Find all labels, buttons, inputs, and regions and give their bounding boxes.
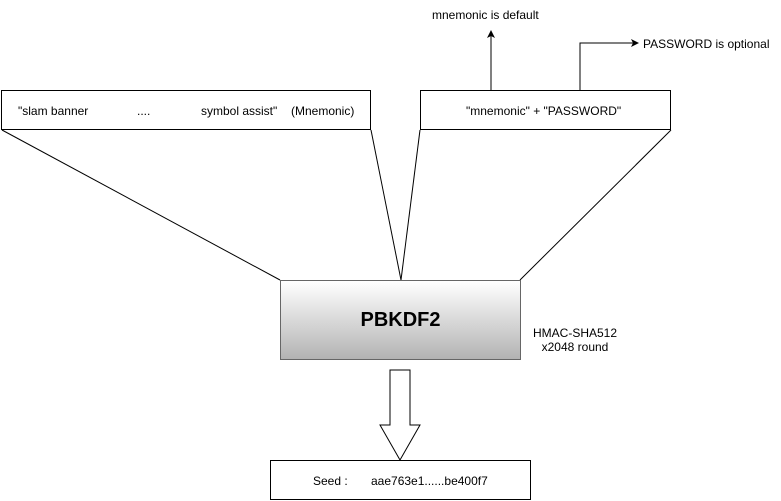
salt-right-connector	[519, 129, 672, 281]
output-block-arrow	[379, 369, 421, 462]
mnemonic-left-connector	[1, 129, 281, 281]
seed-box: Seed : aae763e1......be400f7	[270, 460, 531, 500]
seed-prefix: Seed :	[313, 474, 348, 488]
seed-value: aae763e1......be400f7	[371, 474, 488, 488]
salt-box: "mnemonic" + "PASSWORD"	[420, 90, 671, 130]
mnemonic-box: "slam banner .... symbol assist" (Mnemon…	[1, 90, 371, 130]
mnemonic-phrase-start: "slam banner	[18, 104, 89, 118]
hmac-rounds: x2048 round	[541, 340, 609, 354]
password-optional-note: PASSWORD is optional	[643, 37, 770, 51]
salt-label: "mnemonic" + "PASSWORD"	[466, 104, 622, 118]
salt-left-connector	[400, 129, 421, 281]
mnemonic-phrase-end: symbol assist"	[201, 104, 278, 118]
mnemonic-default-note: mnemonic is default	[432, 8, 539, 22]
pbkdf2-box: PBKDF2	[280, 280, 521, 360]
hmac-note: HMAC-SHA512 x2048 round	[530, 326, 620, 354]
mnemonic-right-connector	[370, 129, 402, 281]
hmac-algorithm: HMAC-SHA512	[532, 326, 618, 340]
mnemonic-ellipsis: ....	[137, 104, 151, 118]
mnemonic-type-label: (Mnemonic)	[291, 104, 355, 118]
password-optional-arrow	[579, 39, 639, 90]
pbkdf2-label: PBKDF2	[360, 309, 441, 331]
